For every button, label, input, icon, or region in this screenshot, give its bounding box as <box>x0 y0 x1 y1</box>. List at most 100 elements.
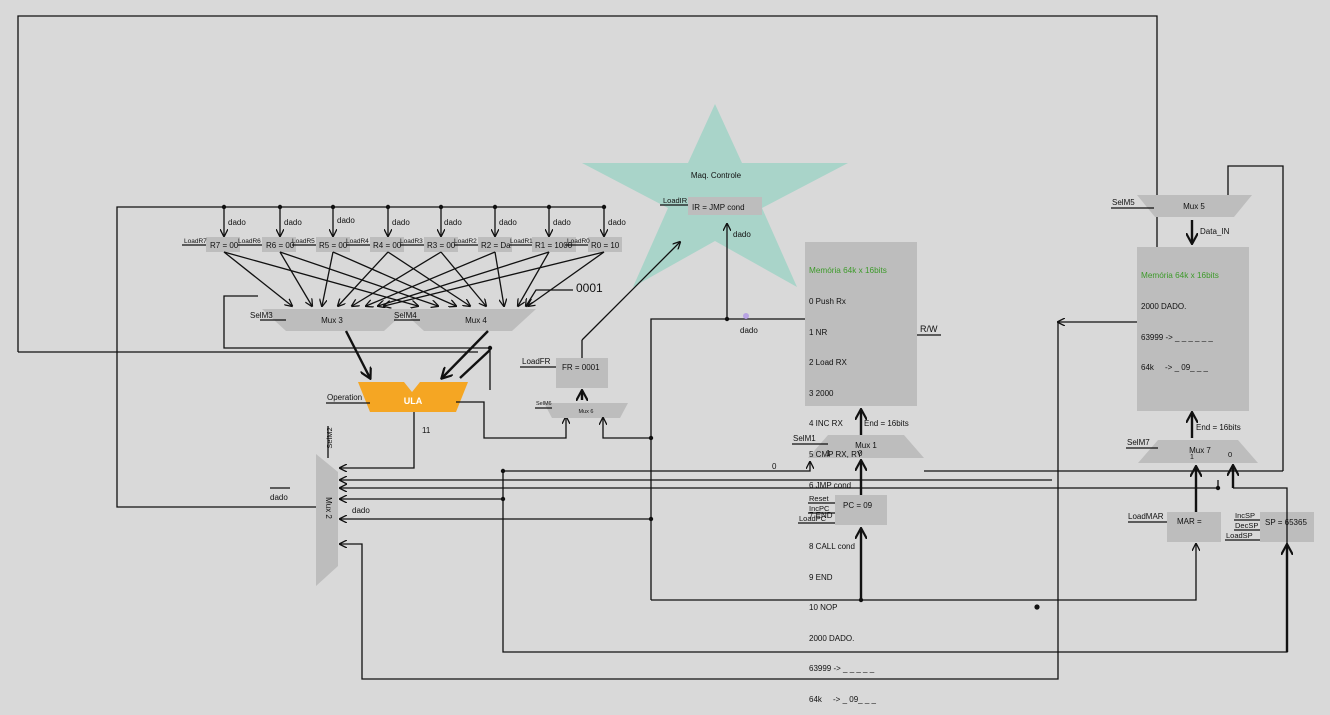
mem1-end-label: End = 16bits <box>864 419 909 428</box>
mem1-data-line <box>650 318 805 600</box>
load-r5: LoadR5 <box>292 238 315 245</box>
incpc-label: IncPC <box>809 504 830 513</box>
load-ir-label: LoadIR <box>663 196 688 205</box>
control-dado-label: dado <box>733 230 751 239</box>
svg-text:dado: dado <box>228 218 246 227</box>
ir-register[interactable] <box>688 197 762 215</box>
mux4-to-ula <box>442 330 489 378</box>
mem1-line: 10 NOP <box>809 603 838 613</box>
mux7-in1: 1 <box>1190 454 1194 461</box>
load-r3: LoadR3 <box>400 238 423 245</box>
mux3[interactable] <box>262 309 408 331</box>
mux2-dado-left: dado <box>270 493 288 502</box>
ula[interactable] <box>358 382 468 412</box>
mem2-to-mux2 <box>340 322 1059 680</box>
mux4[interactable] <box>400 309 536 331</box>
svg-text:dado: dado <box>284 218 302 227</box>
mux5-feedback <box>1227 165 1284 471</box>
control-unit-star <box>582 104 848 287</box>
mux1-zero-input: 0 <box>772 462 777 471</box>
rw-label: R/W <box>920 324 938 334</box>
memory-2 <box>1137 247 1249 411</box>
bus-to-mux6 <box>603 418 651 439</box>
mux6-label: Mux 6 <box>579 409 594 415</box>
register-r5[interactable] <box>316 237 350 252</box>
mem1-line: 64k -> _ 09_ _ _ <box>809 694 876 704</box>
mem1-line: 3 2000 <box>809 388 834 398</box>
mux5-label: Mux 5 <box>1183 202 1205 211</box>
datapath-diagram: Maq. Controle LoadIR IR = JMP cond dado … <box>17 15 1314 680</box>
mux3-feedback <box>223 295 491 390</box>
mux7-label: Mux 7 <box>1189 446 1211 455</box>
svg-text:dado: dado <box>337 216 355 225</box>
memory-1-content: Memória 64k x 16bits 0 Push Rx 1 NR 2 Lo… <box>809 246 887 715</box>
svg-text:dado: dado <box>553 218 571 227</box>
mem1-line: 5 CMP RX, RY <box>809 450 863 460</box>
ula-out-code: 11 <box>422 426 431 435</box>
operation-label: Operation <box>327 393 362 402</box>
data-in-label: Data_IN <box>1200 227 1230 236</box>
writeback-bus <box>17 15 1158 352</box>
mem1-line: 4 INC RX <box>809 419 843 429</box>
r1-value: R1 = 1000 <box>535 241 573 250</box>
mux5[interactable] <box>1137 195 1252 217</box>
mux4-aux-to-ula <box>459 349 491 379</box>
mux3-to-ula <box>344 330 370 378</box>
register-r0[interactable] <box>588 237 622 252</box>
register-r4[interactable] <box>370 237 404 252</box>
mem2-line: 2000 DADO. <box>1141 302 1187 312</box>
sp-bus-loop <box>502 471 1288 653</box>
selm5-label: SelM5 <box>1112 198 1135 207</box>
svg-text:dado: dado <box>499 218 517 227</box>
mux2[interactable] <box>316 454 338 586</box>
loadpc-label: LoadPC <box>799 514 827 523</box>
const-0001: 0001 <box>576 281 603 295</box>
selm1-label: SelM1 <box>793 434 816 443</box>
memory-1 <box>805 242 917 406</box>
mux4-label: Mux 4 <box>465 316 487 325</box>
memory-2-title: Memória 64k x 16bits <box>1141 271 1219 281</box>
register-r6[interactable] <box>262 237 296 252</box>
register-r2[interactable] <box>478 237 512 252</box>
register-file: LoadR7 LoadR6 LoadR5 LoadR4 LoadR3 LoadR… <box>182 237 622 252</box>
ula-to-mux6 <box>456 401 566 439</box>
register-taps <box>222 204 606 236</box>
register-r1[interactable] <box>532 237 576 252</box>
load-r4: LoadR4 <box>346 238 369 245</box>
register-r3[interactable] <box>424 237 458 252</box>
mux6[interactable] <box>544 403 628 418</box>
load-r7: LoadR7 <box>184 238 207 245</box>
control-title: Maq. Controle <box>691 171 742 180</box>
mux3-label: Mux 3 <box>321 316 343 325</box>
fr-value: FR = 0001 <box>562 363 600 372</box>
wire-marker <box>743 313 749 319</box>
svg-text:dado: dado <box>444 218 462 227</box>
mar-register[interactable] <box>1167 512 1221 542</box>
mem1-line: 0 Push Rx <box>809 297 846 307</box>
const-0001-line <box>526 289 573 306</box>
mux7[interactable] <box>1138 440 1258 463</box>
r4-value: R4 = 00 <box>373 241 402 250</box>
mux1[interactable] <box>808 435 924 458</box>
dado-labels: dado dado dado dado dado dado dado dado <box>228 216 626 227</box>
mux2-label: Mux 2 <box>324 497 333 519</box>
mem1-line: 6 JMP cond <box>809 480 852 490</box>
r3-value: R3 = 00 <box>427 241 456 250</box>
pc-value: PC = 09 <box>843 501 873 510</box>
bus-to-mux1-in1 <box>503 462 810 472</box>
memory-2-content: Memória 64k x 16bits 2000 DADO. 63999 ->… <box>1141 251 1219 384</box>
incsp-label: IncSP <box>1235 511 1255 520</box>
r5-value: R5 = 00 <box>319 241 348 250</box>
mem1-line: 2 Load RX <box>809 358 847 368</box>
mar-value: MAR = <box>1177 517 1202 526</box>
mem2-end-label: End = 16bits <box>1196 423 1241 432</box>
mux1-label: Mux 1 <box>855 441 877 450</box>
register-r7[interactable] <box>206 237 240 252</box>
mem1-line: 1 NR <box>809 327 828 337</box>
pc-register[interactable] <box>835 495 887 525</box>
load-r0: LoadR0 <box>567 238 590 245</box>
mem1-line: 7 END <box>809 511 833 521</box>
ir-value: IR = JMP cond <box>692 203 745 212</box>
fr-register[interactable] <box>556 358 608 388</box>
mem1-line: 2000 DADO. <box>809 633 855 643</box>
